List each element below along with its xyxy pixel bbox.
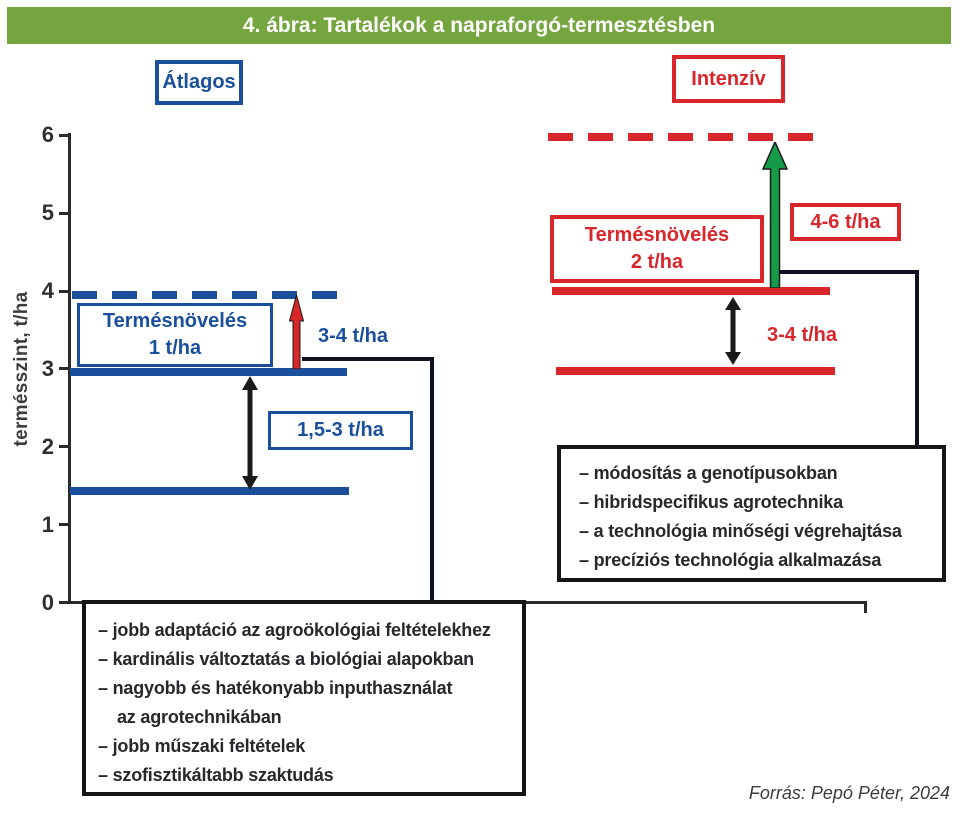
average-potential-yield-dashed-line — [72, 291, 340, 299]
green-up-arrow-icon — [762, 142, 788, 288]
note-line: – hibridspecifikus agrotechnika — [579, 492, 843, 512]
intensive-gain-line2: 2 t/ha — [630, 251, 684, 273]
y-axis-tick — [59, 212, 71, 215]
average-gain-line1: Termésnövelés — [102, 310, 248, 332]
average-connector-horizontal — [302, 357, 433, 361]
intensive-upper-range-label: 4-6 t/ha — [810, 210, 881, 233]
panel-header-atlagos-label: Átlagos — [162, 71, 236, 93]
note-line: – jobb adaptáció az agroökológiai feltét… — [98, 620, 491, 640]
panel-header-intenziv-label: Intenzív — [691, 67, 766, 90]
note-line: – kardinális változtatás a biológiai ala… — [98, 649, 474, 669]
average-lower-yield-line — [70, 487, 349, 495]
y-axis-tick-label: 5 — [41, 200, 54, 225]
average-current-range-box: 1,5-3 t/ha — [268, 411, 413, 450]
intensive-current-range-label: 3-4 t/ha — [767, 324, 838, 346]
average-current-range-label: 1,5-3 t/ha — [297, 419, 384, 441]
y-axis-tick — [59, 367, 71, 370]
figure-title-bar: 4. ábra: Tartalékok a napraforgó-termesz… — [7, 7, 951, 44]
y-axis-tick-label: 3 — [41, 356, 54, 381]
y-axis-tick — [59, 290, 71, 293]
y-axis-tick-label: 1 — [41, 512, 54, 537]
black-double-arrow-icon — [725, 297, 741, 365]
note-line: – jobb műszaki feltételek — [98, 736, 306, 756]
note-line: – módosítás a genotípusokban — [579, 463, 838, 483]
y-axis-title: termésszint, t/ha — [11, 291, 32, 447]
intensive-upper-range-box: 4-6 t/ha — [790, 203, 901, 241]
figure-title: 4. ábra: Tartalékok a napraforgó-termesz… — [242, 13, 716, 37]
note-line: – nagyobb és hatékonyabb inputhasználat — [98, 678, 453, 698]
average-upper-range-label: 3-4 t/ha — [318, 325, 389, 347]
intensive-lower-yield-line — [556, 367, 835, 375]
intensive-notes-box: – módosítás a genotípusokban – hibridspe… — [557, 445, 946, 582]
y-axis-tick-label: 2 — [41, 434, 54, 459]
intensive-gain-box: Termésnövelés 2 t/ha — [550, 215, 764, 283]
intensive-gain-line1: Termésnövelés — [584, 224, 730, 246]
average-upper-yield-line — [70, 368, 347, 376]
source-credit: Forrás: Pepó Péter, 2024 — [748, 783, 950, 803]
y-axis-tick — [59, 134, 71, 137]
intensive-upper-yield-line — [552, 287, 830, 295]
panel-header-intenziv: Intenzív — [672, 55, 785, 103]
note-line: – precíziós technológia alkalmazása — [579, 550, 882, 570]
x-axis-end-tick — [864, 601, 867, 613]
y-axis-tick — [59, 601, 71, 604]
average-connector-vertical — [430, 357, 434, 603]
red-up-arrow-icon — [289, 295, 304, 369]
note-line: – a technológia minőségi végrehajtása — [579, 521, 902, 541]
intensive-connector-horizontal — [779, 270, 919, 274]
y-axis-tick — [59, 445, 71, 448]
average-gain-box: Termésnövelés 1 t/ha — [77, 303, 273, 367]
y-axis-tick-label: 4 — [41, 278, 54, 303]
y-axis-tick — [59, 523, 71, 526]
average-gain-line2: 1 t/ha — [148, 337, 202, 359]
panel-header-atlagos: Átlagos — [155, 60, 243, 105]
y-axis-tick-label: 6 — [41, 122, 54, 147]
average-notes-box: – jobb adaptáció az agroökológiai feltét… — [82, 600, 526, 796]
intensive-potential-yield-dashed-line — [548, 133, 820, 141]
y-axis-tick-label: 0 — [41, 590, 54, 615]
black-double-arrow-icon — [242, 376, 258, 490]
intensive-connector-vertical — [915, 270, 919, 449]
note-line: – szofisztikáltabb szaktudás — [98, 765, 334, 785]
note-line: az agrotechnikában — [117, 707, 282, 727]
